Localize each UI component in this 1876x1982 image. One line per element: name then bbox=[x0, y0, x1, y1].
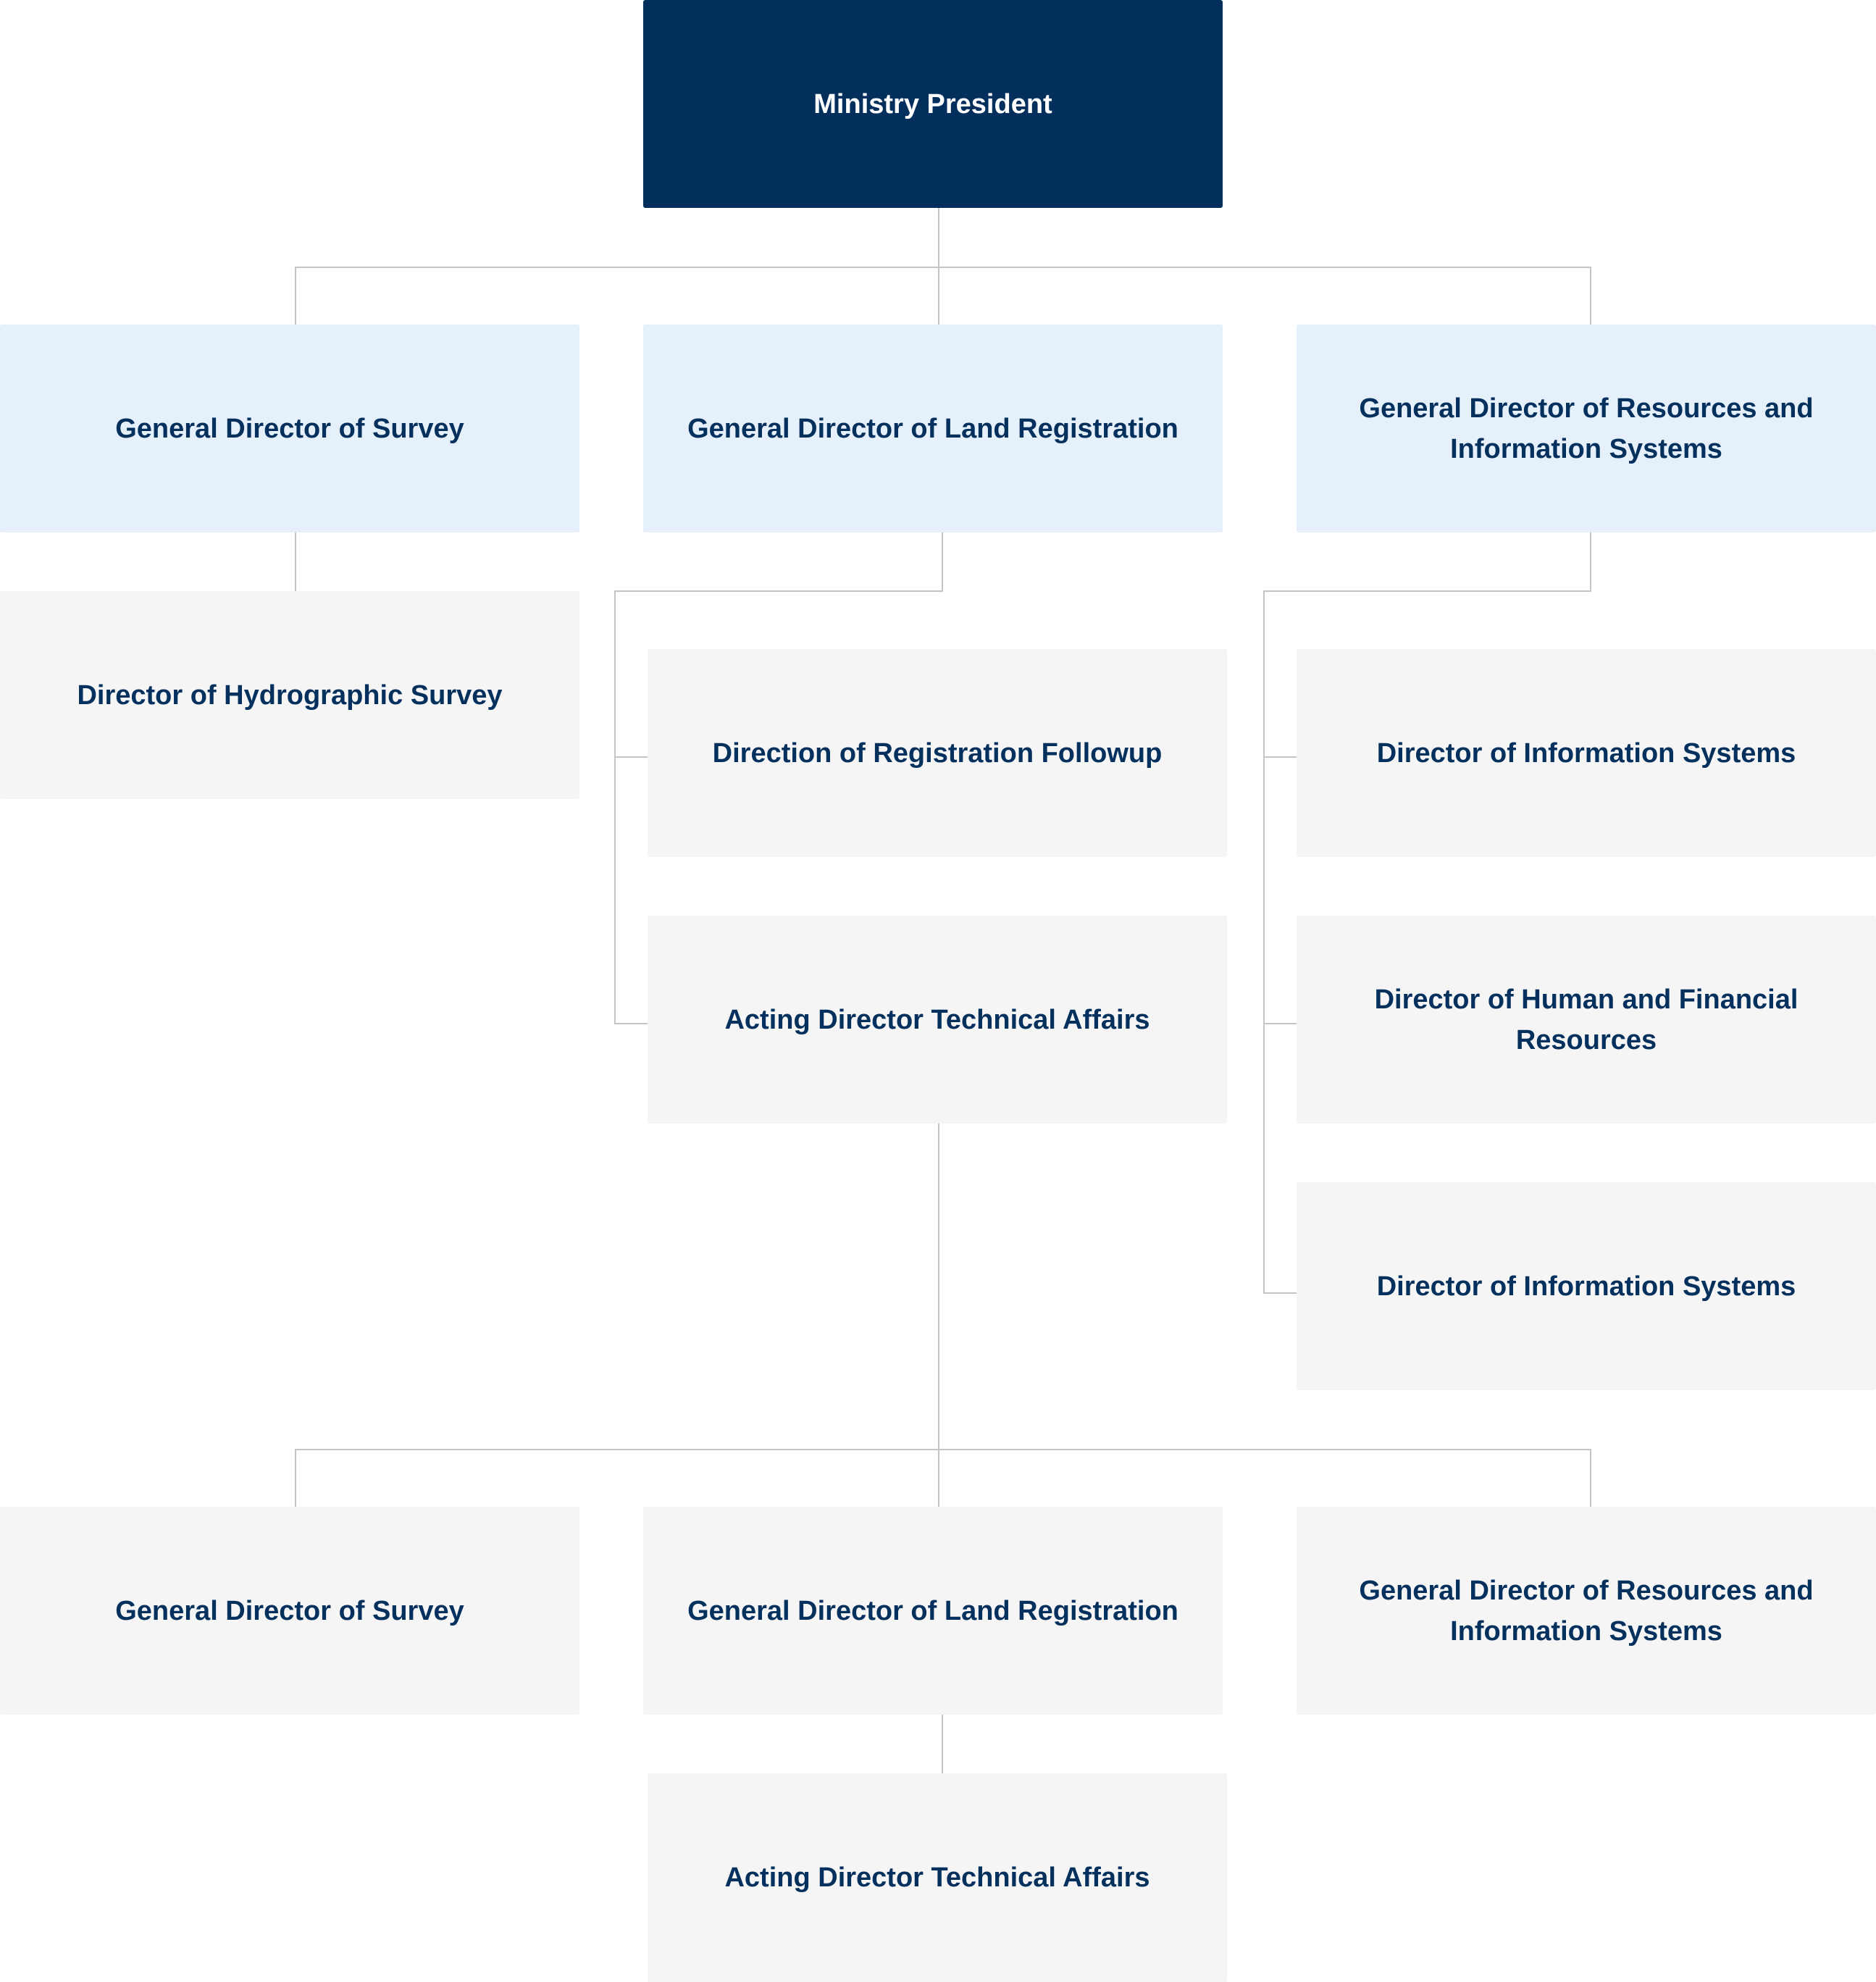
node-director-human-financial-resources: Director of Human and Financial Resource… bbox=[1297, 916, 1876, 1124]
connector-technical-children bbox=[295, 1124, 1591, 1507]
node-general-director-land-registration-2: General Director of Land Registration bbox=[643, 1507, 1223, 1715]
node-general-director-resources-2: General Director of Resources and Inform… bbox=[1297, 1507, 1876, 1715]
node-acting-director-technical-affairs-2: Acting Director Technical Affairs bbox=[648, 1773, 1227, 1982]
node-label: General Director of Survey bbox=[115, 1595, 464, 1626]
node-general-director-land-registration: General Director of Land Registration bbox=[643, 325, 1223, 532]
connector-land-children bbox=[614, 532, 943, 1024]
node-label: Director of Human and Financial Resource… bbox=[1374, 984, 1798, 1055]
node-label: Acting Director Technical Affairs bbox=[724, 1004, 1150, 1035]
node-general-director-resources: General Director of Resources and Inform… bbox=[1297, 325, 1876, 532]
node-director-hydrographic-survey: Director of Hydrographic Survey bbox=[0, 591, 579, 799]
node-label: Director of Information Systems bbox=[1376, 1271, 1796, 1302]
node-ministry-president: Ministry President bbox=[643, 0, 1223, 208]
node-director-information-systems: Director of Information Systems bbox=[1297, 649, 1876, 857]
node-general-director-survey: General Director of Survey bbox=[0, 325, 579, 532]
node-director-information-systems-2: Director of Information Systems bbox=[1297, 1182, 1876, 1390]
node-label: Direction of Registration Followup bbox=[712, 737, 1163, 769]
node-label: General Director of Land Registration bbox=[687, 413, 1178, 444]
node-label: General Director of Resources and Inform… bbox=[1359, 393, 1814, 464]
node-general-director-survey-2: General Director of Survey bbox=[0, 1507, 579, 1715]
node-label: Director of Hydrographic Survey bbox=[77, 680, 503, 711]
node-label: General Director of Resources and Inform… bbox=[1359, 1575, 1814, 1647]
node-label: General Director of Survey bbox=[115, 413, 464, 444]
node-acting-director-technical-affairs: Acting Director Technical Affairs bbox=[648, 916, 1227, 1124]
node-direction-registration-followup: Direction of Registration Followup bbox=[648, 649, 1227, 857]
node-label: Acting Director Technical Affairs bbox=[724, 1862, 1150, 1893]
node-label: Ministry President bbox=[813, 88, 1052, 120]
connector-president-children bbox=[295, 208, 1591, 325]
node-label: Director of Information Systems bbox=[1376, 737, 1796, 769]
connector-resources-children bbox=[1263, 532, 1591, 1294]
node-label: General Director of Land Registration bbox=[687, 1595, 1178, 1626]
